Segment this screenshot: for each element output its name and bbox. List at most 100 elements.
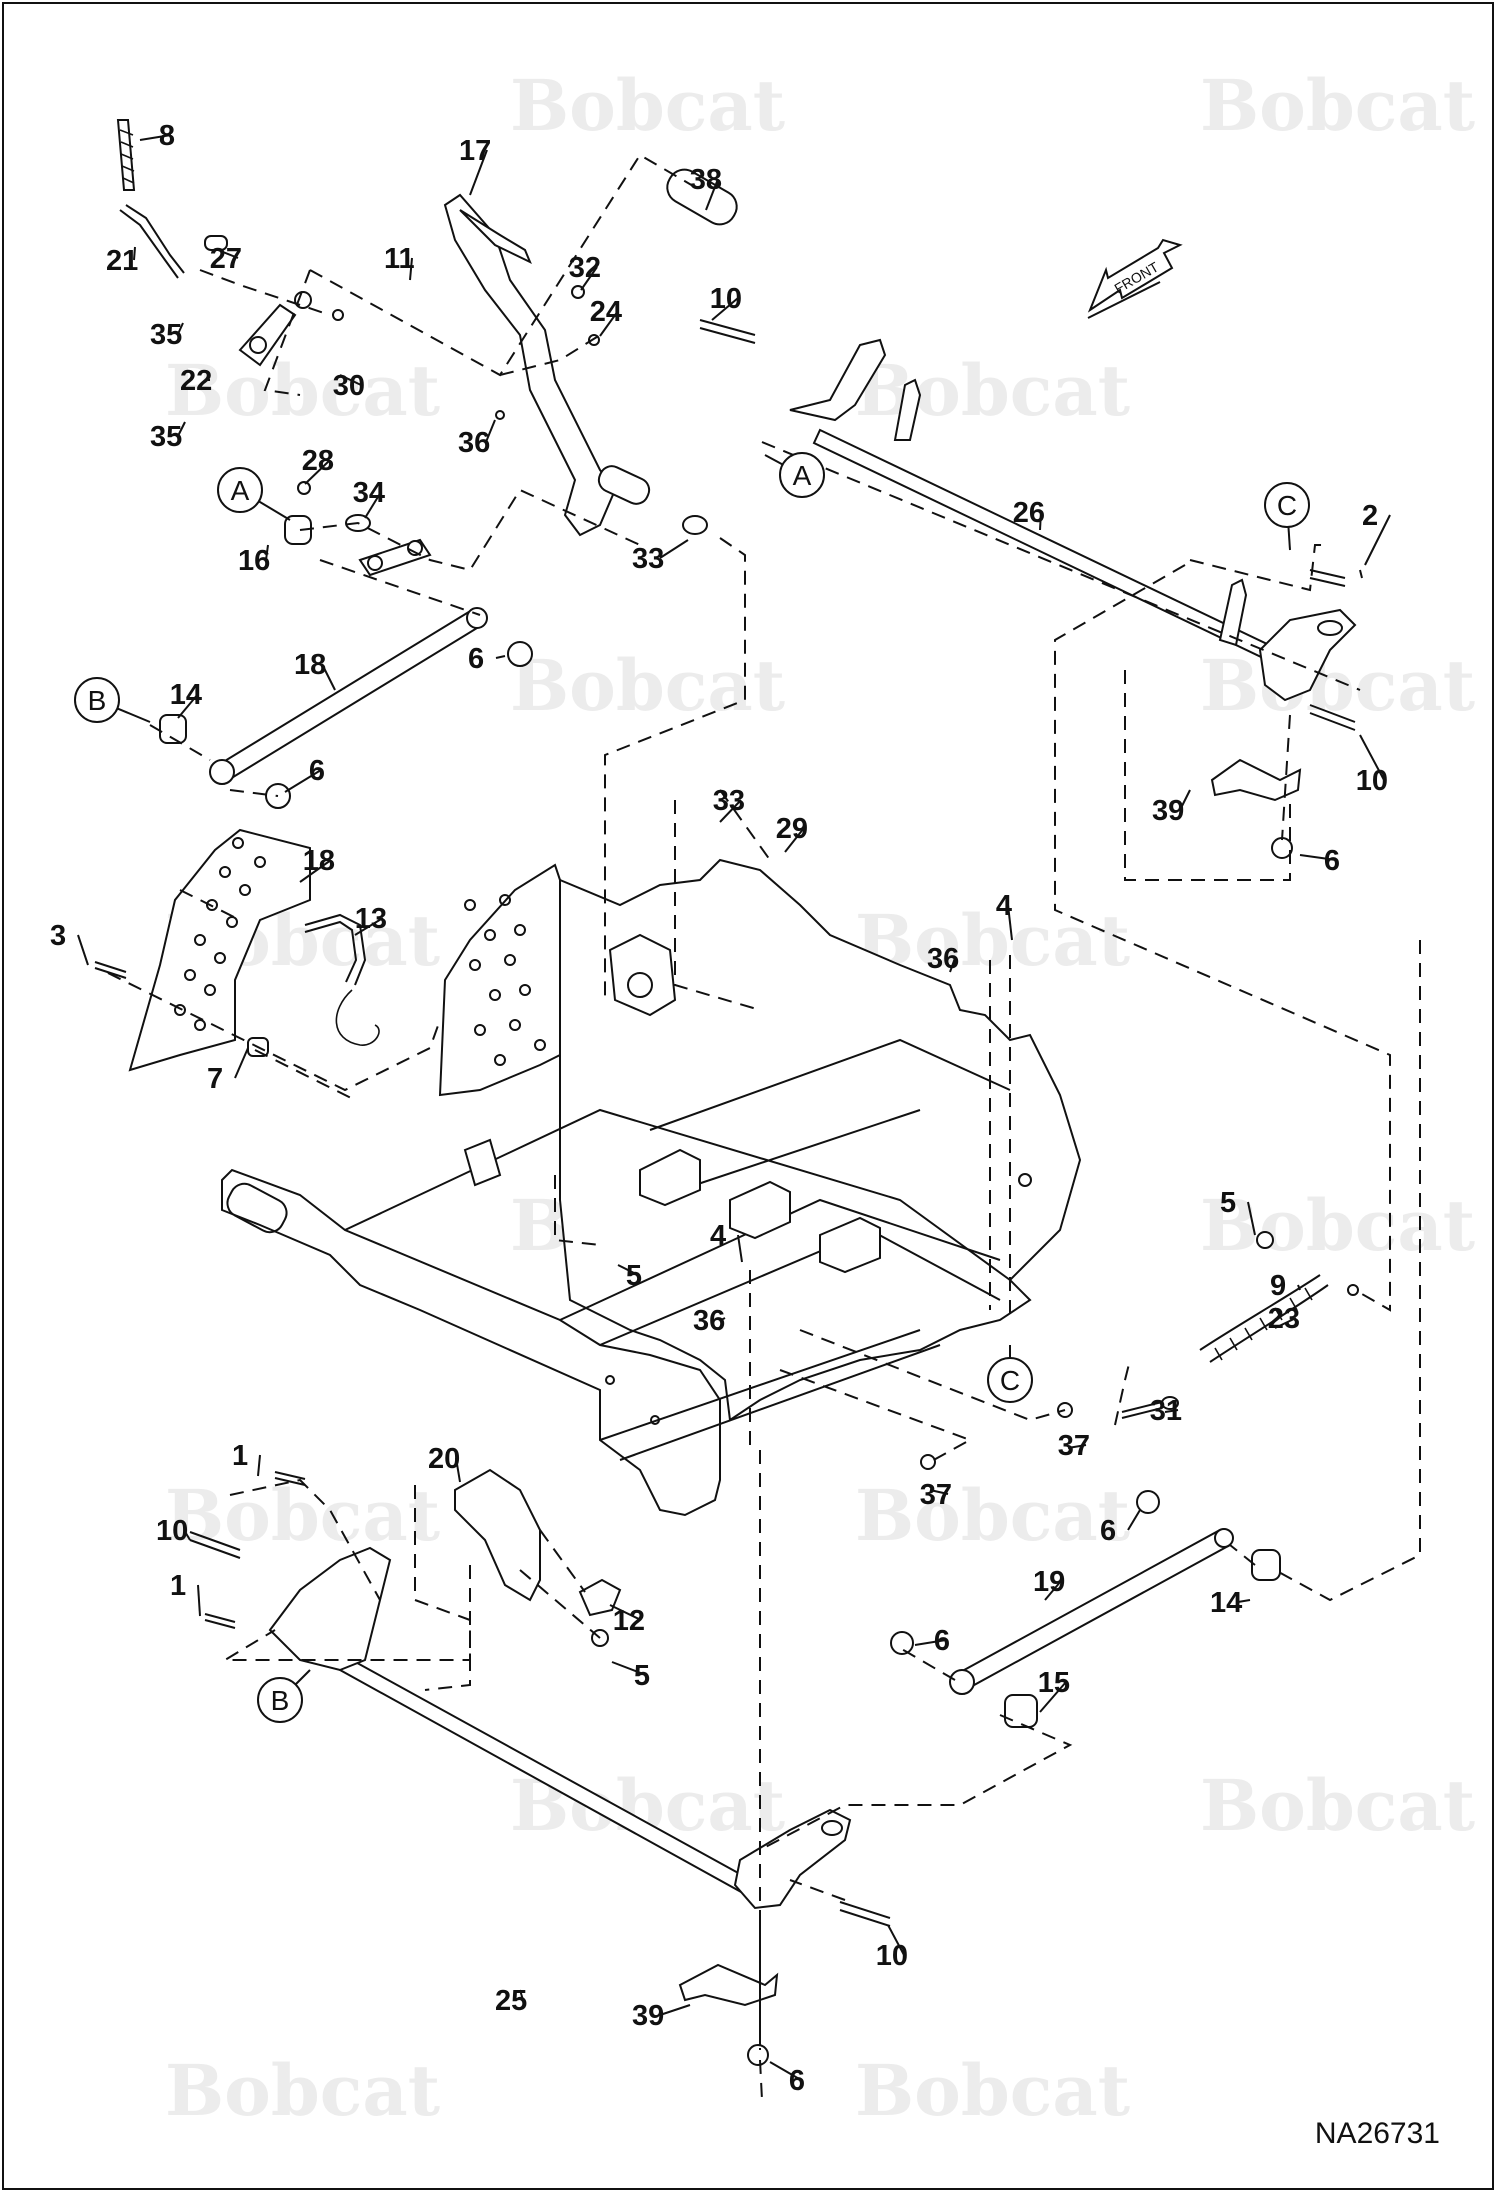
reference-circle [779,452,825,498]
drawing-code: NA26731 [1315,2117,1440,2150]
part-callout-7: 7 [207,1063,223,1095]
bobcat-watermark: Bobcat [1200,1764,1475,1847]
callout-leader [495,655,506,659]
callout-leader [705,178,719,211]
bobcat-watermark: Bobcat [1200,1184,1475,1267]
part-callout-27: 27 [210,243,242,275]
part-callout-22: 22 [180,365,212,397]
callout-leader [469,149,488,196]
callout-leader [1297,1284,1301,1291]
reference-letter-A: A [793,460,812,491]
part-callout-13: 13 [355,903,387,935]
assembly-guide-lines [107,153,1421,2101]
side-plate-17 [128,828,380,1072]
part-callout-35: 35 [150,319,182,351]
part-callout-12: 12 [613,1605,645,1637]
callout-leader [1164,1409,1179,1413]
lower-linkage [189,1468,1281,2066]
callout-leader [784,827,805,853]
part-callout-26: 26 [1013,497,1045,529]
reference-letter-A: A [231,475,250,506]
part-callout-3: 3 [50,920,66,952]
reference-letter-B: B [88,685,107,716]
part-callout-6: 6 [468,643,484,675]
callout-leader [719,799,742,823]
callout-leader [519,1989,524,2001]
bobcat-watermark: Bobcat [165,2049,440,2132]
callout-leader [183,1529,191,1541]
part-callout-29: 29 [776,813,808,845]
callout-leader [77,934,89,966]
callout-leader [769,2061,802,2081]
callout-leader [1039,511,1042,531]
part-callout-15: 15 [1038,1667,1070,1699]
part-callout-5: 5 [626,1260,642,1292]
reference-letter-C: C [1000,1365,1020,1396]
callout-leader [609,1604,642,1621]
part-callout-6: 6 [309,755,325,787]
part-callout-20: 20 [428,1443,460,1475]
reference-circle [257,1677,303,1723]
part-callout-38: 38 [690,164,722,196]
callout-leader [580,266,598,291]
part-callout-37: 37 [920,1479,952,1511]
callout-leader [485,419,496,443]
callout-leader [1364,514,1391,566]
reference-circle [1264,482,1310,528]
callout-leader [720,1317,726,1321]
callout-leader [177,322,184,335]
part-callout-9: 9 [1270,1270,1286,1302]
frame-holes [464,894,1032,1425]
part-callout-16: 16 [238,545,270,577]
callout-leader [659,539,689,559]
callout-leader [197,1584,201,1617]
part-callout-2: 2 [1362,500,1378,532]
callout-leader [364,491,382,519]
callout-leader [914,1639,947,1646]
callout-leader [1359,734,1385,781]
part-callout-18: 18 [294,649,326,681]
reference-circle [987,1357,1033,1403]
part-callout-33: 33 [632,543,664,575]
callout-leader [1039,1681,1067,1713]
part-callout-1: 1 [170,1570,186,1602]
part-callout-35: 35 [150,421,182,453]
part-callout-6: 6 [1324,845,1340,877]
part-callout-21: 21 [106,245,138,277]
part-callout-36: 36 [458,427,490,459]
part-callout-36: 36 [693,1305,725,1337]
callout-leader [887,1924,905,1956]
part-callout-24: 24 [590,296,622,328]
callout-leader [304,459,331,485]
bobcat-watermark: Bobcat [1200,644,1475,727]
part-callout-4: 4 [710,1220,726,1252]
part-callout-33: 33 [713,785,745,817]
main-frame [221,858,1082,1517]
part-callout-34: 34 [353,477,385,509]
part-callout-18: 18 [303,845,335,877]
callout-leader [1237,1599,1251,1603]
callout-leader [234,1047,249,1079]
callout-leader [737,1234,743,1263]
part-callout-39: 39 [632,2000,664,2032]
callout-leader [1127,1509,1141,1531]
reference-circle [217,467,263,513]
part-callout-10: 10 [710,283,742,315]
callout-leader [409,257,413,281]
reference-letter-B: B [271,1685,290,1716]
bobcat-watermark: Bobcat [165,1474,440,1557]
part-callout-5: 5 [1220,1187,1236,1219]
callout-leader [257,1454,261,1477]
callout-leader [611,1661,647,1676]
upper-shaft-26 [699,319,1363,859]
bobcat-watermark: Bobcat [1200,64,1475,147]
part-callout-6: 6 [1100,1515,1116,1547]
callout-leader [133,246,136,261]
callout-leader [177,693,199,719]
callout-leader [139,134,172,141]
callout-leader [1274,1317,1297,1329]
part-callout-10: 10 [1356,765,1388,797]
callout-leader [1044,1580,1062,1601]
